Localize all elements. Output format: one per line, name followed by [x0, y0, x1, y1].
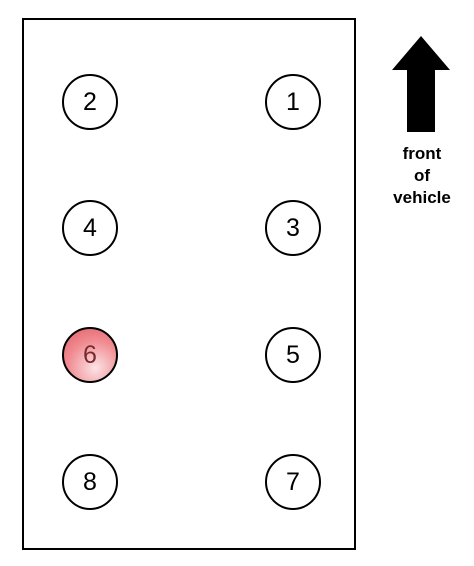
- cylinder-8: 8: [62, 454, 118, 510]
- front-label-line-3: vehicle: [393, 188, 451, 207]
- cylinder-5: 5: [265, 327, 321, 383]
- cylinder-2: 2: [62, 74, 118, 130]
- front-of-vehicle-label: front of vehicle: [376, 143, 468, 209]
- engine-block: 2 1 4 3 6 5 8 7: [22, 18, 356, 550]
- up-arrow-icon: [392, 36, 450, 132]
- front-label-line-1: front: [402, 144, 442, 163]
- cylinder-3: 3: [265, 200, 321, 256]
- cylinder-7: 7: [265, 454, 321, 510]
- front-label-line-2: of: [413, 166, 431, 185]
- cylinder-1: 1: [265, 74, 321, 130]
- cylinder-4: 4: [62, 200, 118, 256]
- cylinder-6-highlighted: 6: [62, 327, 118, 383]
